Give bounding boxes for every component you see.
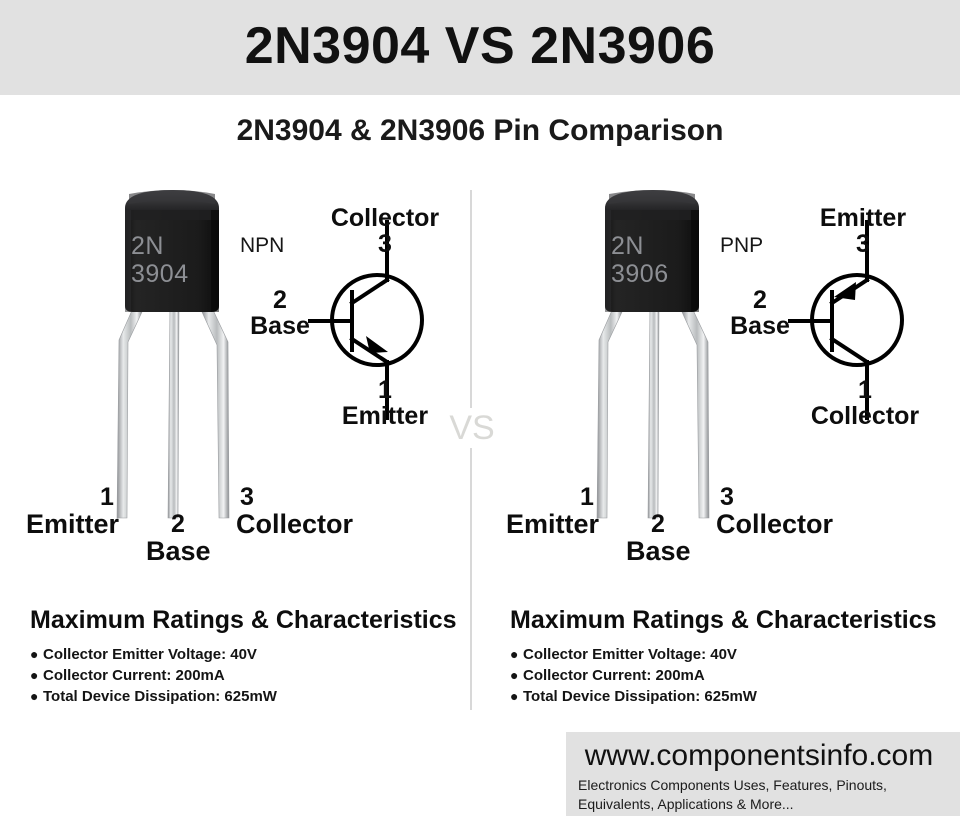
package-type-label-pnp: PNP — [720, 234, 764, 257]
schematic-symbol-pnp — [770, 200, 960, 450]
header-band — [0, 0, 960, 95]
ratings-list: ●Collector Emitter Voltage: 40V ●Collect… — [510, 644, 950, 707]
footer-box — [566, 732, 960, 816]
footer-website-url[interactable]: www.componentsinfo.com — [584, 739, 934, 772]
bullet-icon: ● — [510, 646, 519, 662]
ratings-item-text: Collector Current: 200mA — [523, 667, 705, 684]
ratings-item-text: Total Device Dissipation: 625mW — [523, 688, 757, 705]
symbol-base-label-pnp: 2 Base — [725, 286, 795, 340]
ratings-heading: Maximum Ratings & Characteristics — [510, 606, 937, 634]
pinout-callouts-2n3906: 1 Emitter 2 Base 3 Collector — [480, 483, 950, 580]
ratings-item: ●Collector Current: 200mA — [30, 665, 470, 686]
symbol-collector-num: 1 — [858, 376, 872, 404]
pin-callout-emitter: 1 Emitter — [506, 483, 600, 539]
transistor-package-2n3904: 2N 3904 — [95, 180, 275, 525]
package-body — [605, 190, 699, 312]
ratings-item-text: Total Device Dissipation: 625mW — [43, 688, 277, 705]
npn-emitter-arrow — [366, 336, 388, 353]
symbol-base-name: Base — [250, 311, 310, 340]
ratings-block-2n3904: Maximum Ratings & Characteristics ●Colle… — [30, 605, 470, 707]
page-subtitle: 2N3904 & 2N3906 Pin Comparison — [236, 114, 724, 147]
symbol-emitter-name: Emitter — [819, 204, 907, 232]
page-title: 2N3904 VS 2N3906 — [244, 17, 716, 75]
symbol-collector-label-pnp: 1 Collector — [780, 376, 950, 430]
package-type-label-npn: NPN — [240, 234, 285, 257]
footer-tagline: Electronics Components Uses, Features, P… — [578, 776, 950, 814]
symbol-emitter-label-npn: 1 Emitter — [305, 376, 465, 430]
pin-name: Collector — [236, 508, 354, 539]
bullet-icon: ● — [510, 688, 519, 704]
pin-name: Collector — [716, 508, 834, 539]
ratings-item: ●Collector Emitter Voltage: 40V — [510, 644, 950, 665]
symbol-emitter-num: 3 — [856, 229, 870, 258]
symbol-base-label-npn: 2 Base — [245, 286, 315, 340]
pin-number: 3 — [240, 483, 254, 511]
pin-number: 1 — [100, 483, 114, 511]
pnp-emitter-arrow — [834, 282, 856, 300]
symbol-emitter-num: 1 — [378, 376, 392, 404]
pin-number: 1 — [580, 483, 594, 511]
pin-name: Emitter — [26, 508, 120, 539]
footer-tagline-line1: Electronics Components Uses, Features, P… — [578, 777, 887, 793]
bullet-icon: ● — [510, 667, 519, 683]
bullet-icon: ● — [30, 646, 39, 662]
pin-callout-emitter: 1 Emitter — [26, 483, 120, 539]
pin-number: 2 — [171, 510, 185, 538]
ratings-item: ●Collector Current: 200mA — [510, 665, 950, 686]
pin-name: Base — [146, 535, 211, 566]
ratings-item: ●Collector Emitter Voltage: 40V — [30, 644, 470, 665]
symbol-collector-name: Collector — [330, 204, 440, 232]
ratings-list: ●Collector Emitter Voltage: 40V ●Collect… — [30, 644, 470, 707]
pin-number: 2 — [651, 510, 665, 538]
ratings-item: ●Total Device Dissipation: 625mW — [30, 686, 470, 707]
symbol-emitter-label-pnp: Emitter 3 — [788, 204, 938, 258]
symbol-collector-name: Collector — [810, 401, 920, 430]
symbol-collector-label-npn: Collector 3 — [300, 204, 470, 258]
ratings-item-text: Collector Current: 200mA — [43, 667, 225, 684]
pin-callout-collector: 3 Collector — [716, 483, 834, 539]
symbol-emitter-name: Emitter — [341, 401, 429, 430]
pin-name: Base — [626, 535, 691, 566]
pin-number: 3 — [720, 483, 734, 511]
bullet-icon: ● — [30, 667, 39, 683]
package-legs — [116, 303, 230, 519]
footer-tagline-line2: Equivalents, Applications & More... — [578, 796, 794, 812]
ratings-item-text: Collector Emitter Voltage: 40V — [43, 646, 257, 663]
center-divider — [470, 190, 472, 710]
schematic-symbol-npn — [290, 200, 500, 450]
ratings-heading: Maximum Ratings & Characteristics — [30, 606, 457, 634]
ratings-item: ●Total Device Dissipation: 625mW — [510, 686, 950, 707]
package-legs — [596, 303, 710, 519]
package-body — [125, 190, 219, 312]
pin-callout-collector: 3 Collector — [236, 483, 354, 539]
pinout-callouts-2n3904: 1 Emitter 2 Base 3 Collector — [0, 483, 470, 580]
vs-watermark: VS — [432, 408, 512, 448]
pin-callout-base: 2 Base — [146, 510, 211, 566]
pin-callout-base: 2 Base — [626, 510, 691, 566]
symbol-base-num: 2 — [753, 286, 767, 314]
symbol-collector-num: 3 — [378, 229, 392, 258]
ratings-block-2n3906: Maximum Ratings & Characteristics ●Colle… — [510, 605, 950, 707]
panel-2n3906: 2N 3906 PNP — [480, 0, 950, 816]
transistor-package-2n3906: 2N 3906 — [575, 180, 755, 525]
ratings-item-text: Collector Emitter Voltage: 40V — [523, 646, 737, 663]
symbol-base-name: Base — [730, 311, 790, 340]
bullet-icon: ● — [30, 688, 39, 704]
pin-name: Emitter — [506, 508, 600, 539]
panel-2n3904: 2N 3904 NPN — [0, 0, 470, 816]
symbol-base-num: 2 — [273, 286, 287, 314]
